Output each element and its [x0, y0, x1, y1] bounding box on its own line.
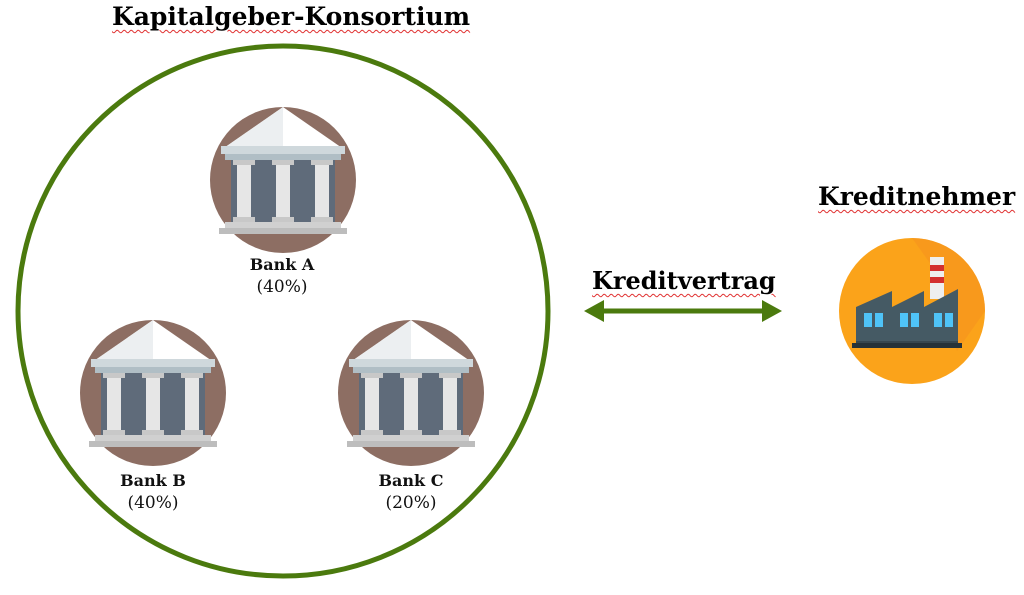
- bank-a-name: Bank A: [249, 255, 315, 274]
- contract-arrow: [584, 300, 782, 322]
- consortium-title: Kapitalgeber-Konsortium: [112, 2, 471, 31]
- bank-b-icon: [80, 320, 226, 466]
- bank-c-share: (20%): [385, 493, 437, 513]
- consortium-circle: [15, 43, 551, 579]
- bank-a-icon: [210, 107, 356, 253]
- factory-icon: [839, 238, 985, 384]
- bank-a-share: (40%): [256, 277, 308, 297]
- bank-c-icon: [338, 320, 484, 466]
- borrower-title: Kreditnehmer: [818, 182, 1016, 211]
- bank-b-share: (40%): [127, 493, 179, 513]
- bank-b-label: Bank B (40%): [83, 470, 223, 514]
- bank-b-name: Bank B: [120, 471, 186, 490]
- contract-label: Kreditvertrag: [592, 266, 776, 295]
- bank-c-name: Bank C: [378, 471, 444, 490]
- bank-a-label: Bank A (40%): [212, 254, 352, 298]
- bank-c-label: Bank C (20%): [341, 470, 481, 514]
